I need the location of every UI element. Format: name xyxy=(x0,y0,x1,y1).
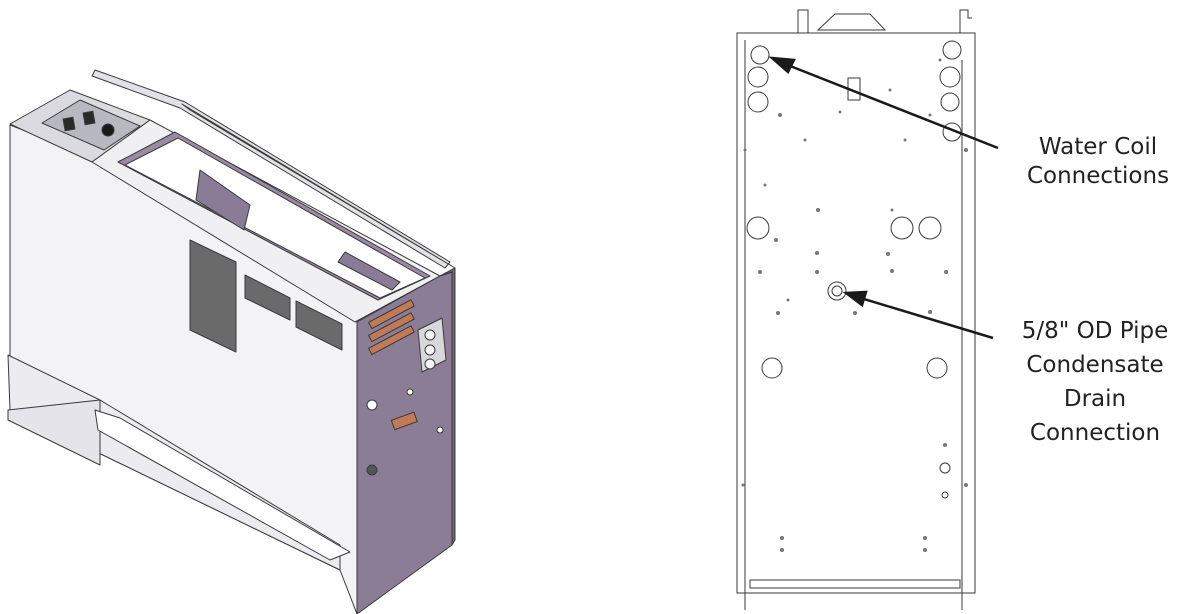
grille-mid xyxy=(244,274,291,321)
condensate-drain-inner xyxy=(831,285,843,297)
top-flange xyxy=(797,9,809,35)
side-hole-2 xyxy=(366,464,378,476)
copper-pipe-3 xyxy=(368,325,415,356)
drain-label-line-4: Connection xyxy=(1029,420,1161,446)
condensate-drain-label: 5/8" OD Pipe Condensate Drain Connection xyxy=(995,314,1191,450)
lower-hole-small-1 xyxy=(939,462,951,474)
water-coil-label-line-2: Connections xyxy=(1026,163,1170,189)
grille-tall xyxy=(189,239,237,353)
side-panel-edge xyxy=(439,267,456,546)
control-knob xyxy=(101,123,115,137)
coil-shadow-band xyxy=(195,169,251,231)
bottom-opening xyxy=(94,409,351,561)
mid-hole-right-2 xyxy=(918,216,942,240)
arrowhead-drain xyxy=(842,290,868,308)
knockout-1 xyxy=(424,329,436,341)
right-conn-3 xyxy=(940,92,960,112)
drain-label-line-3: Drain xyxy=(1063,386,1127,412)
water-conn-3 xyxy=(747,91,769,113)
grille-right xyxy=(295,300,343,351)
right-conn-2 xyxy=(939,66,961,88)
switch-1 xyxy=(62,116,76,132)
side-hole-1 xyxy=(366,399,378,411)
right-conn-1 xyxy=(942,40,962,60)
knockout-2 xyxy=(424,344,436,356)
drain-label-line-1: 5/8" OD Pipe xyxy=(1021,318,1169,344)
copper-pipe-2 xyxy=(368,312,415,343)
copper-pipe-1 xyxy=(368,299,415,330)
lower-hole-left xyxy=(761,357,783,379)
water-coil-label-line-1: Water Coil xyxy=(1038,134,1158,160)
side-hole-4 xyxy=(406,388,414,396)
callout-arrows xyxy=(768,56,999,340)
arrow-drain xyxy=(853,294,994,340)
isometric-unit-view xyxy=(7,69,456,614)
bottom-rail xyxy=(749,579,961,589)
water-conn-2 xyxy=(747,66,769,88)
lower-hole-small-2 xyxy=(941,491,949,499)
side-hole-3 xyxy=(436,426,444,434)
coil-shadow-band-2 xyxy=(337,251,401,291)
water-conn-1 xyxy=(750,45,770,65)
drain-label-line-2: Condensate xyxy=(1026,352,1164,378)
switch-2 xyxy=(82,110,96,126)
copper-stub xyxy=(390,411,418,431)
lower-hole-right xyxy=(926,357,948,379)
top-cap xyxy=(816,13,887,31)
top-rail-back xyxy=(91,69,451,269)
back-panel-view xyxy=(736,9,999,610)
knockout-3 xyxy=(424,358,436,370)
bottom-skirt xyxy=(7,399,101,466)
fastener-dots xyxy=(741,58,968,552)
arrowhead-water-coil xyxy=(768,56,796,75)
water-coil-connections-label: Water Coil Connections xyxy=(1018,133,1178,191)
mid-hole-left xyxy=(746,216,770,240)
mid-hole-right-1 xyxy=(890,216,914,240)
control-plate xyxy=(41,99,141,151)
top-flange-right xyxy=(959,9,972,35)
arrow-water-coil xyxy=(779,60,999,150)
